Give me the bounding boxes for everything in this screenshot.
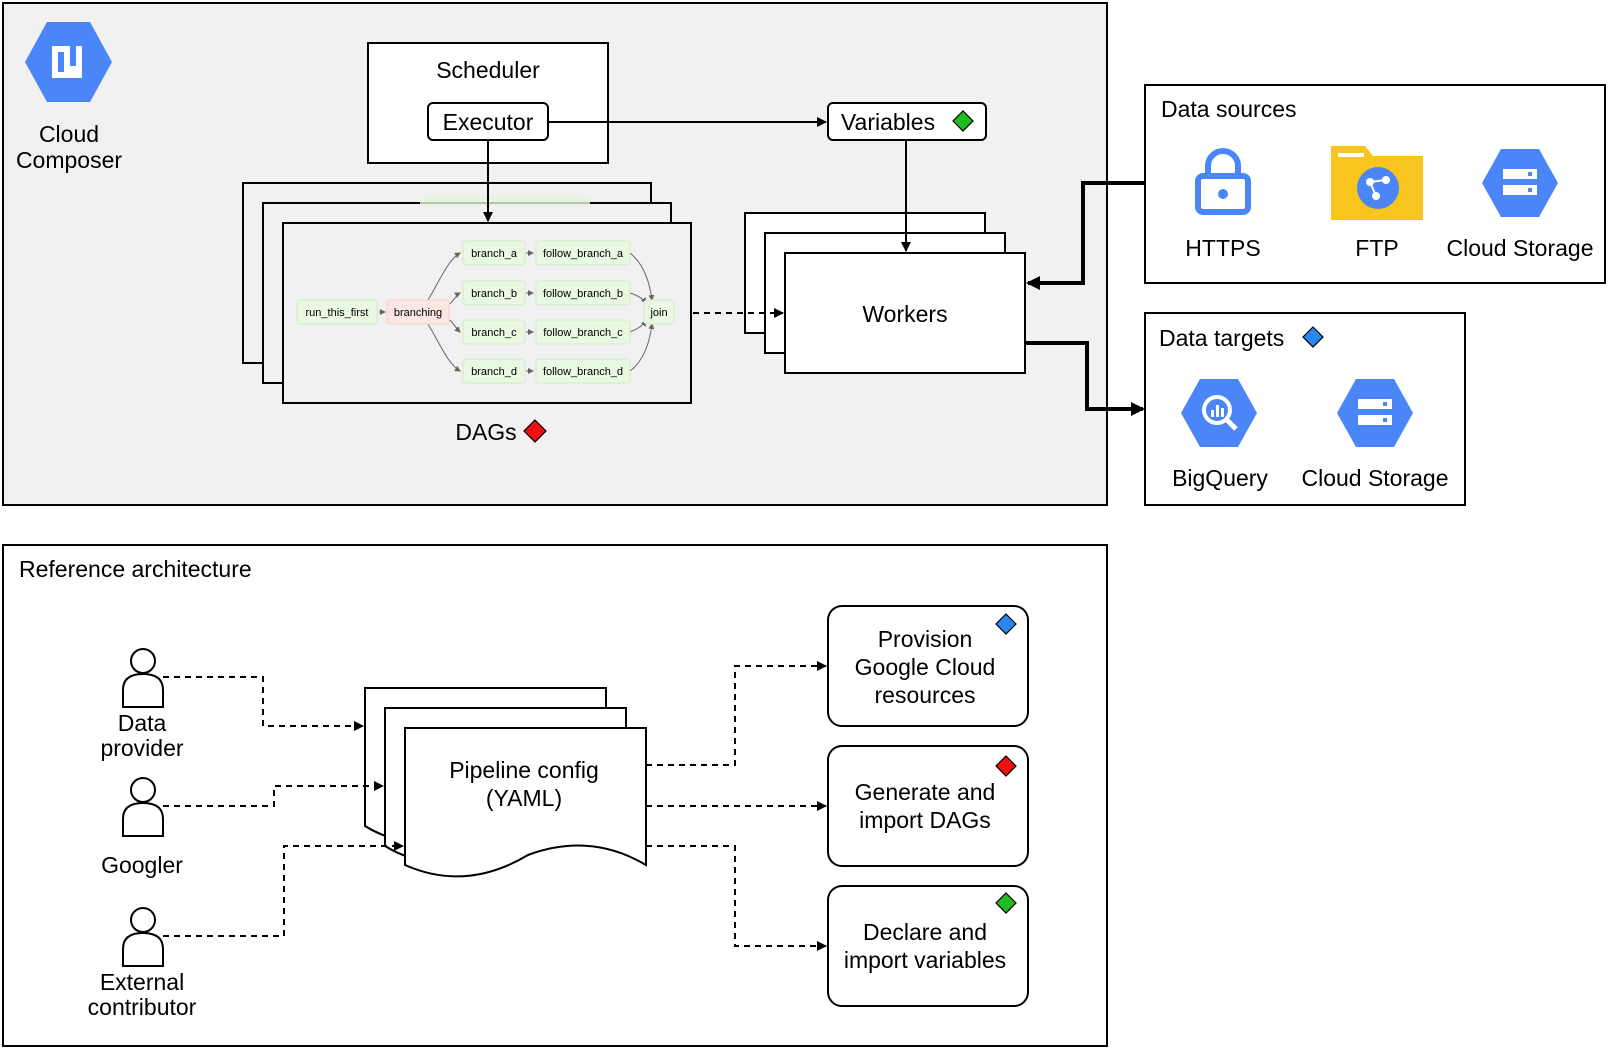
dag-task-label: follow_branch_c xyxy=(543,327,623,339)
actor-label-external-contributor-1: External xyxy=(100,969,184,995)
pipeline-to-output-arrow xyxy=(646,661,827,766)
variables-green-marker xyxy=(952,110,974,132)
data-targets-title: Data targets xyxy=(1159,325,1284,351)
output-declare-line-1: Declare and xyxy=(863,919,987,945)
pipeline-to-output-arrow xyxy=(646,845,827,951)
dag-task-node xyxy=(643,299,675,325)
dag-task-node xyxy=(386,299,450,325)
output-provision-line-3: resources xyxy=(875,682,976,708)
dag-edge xyxy=(449,292,461,305)
dag-task-node xyxy=(535,319,631,345)
dag-task-label: branch_c xyxy=(471,327,517,339)
output-provision-line-2: Google Cloud xyxy=(855,654,996,680)
dag-task-label: branch_a xyxy=(471,248,518,260)
dag-preview-ghost xyxy=(420,196,590,206)
dags-label: DAGs xyxy=(455,419,516,445)
cloud-storage-icon xyxy=(1482,149,1558,217)
executor-label: Executor xyxy=(443,109,534,135)
dag-task-node xyxy=(462,358,526,384)
dag-edge xyxy=(449,319,461,333)
output-box-declare-variables xyxy=(827,885,1029,1007)
actor-label-googler: Googler xyxy=(101,852,183,878)
dag-task-label: follow_branch_a xyxy=(543,248,624,260)
ftp-folder-icon xyxy=(1331,146,1423,220)
person-icon xyxy=(122,777,164,837)
person-icon xyxy=(122,648,164,708)
data-target-label-cloud-storage: Cloud Storage xyxy=(1301,465,1448,491)
data-source-label-https: HTTPS xyxy=(1185,235,1260,261)
output-blue-marker xyxy=(995,613,1017,635)
data-targets-blue-marker xyxy=(1302,326,1324,348)
dag-task-label: branch_b xyxy=(471,288,517,300)
dags-red-marker xyxy=(523,419,547,443)
actor-to-pipeline-arrow xyxy=(163,676,364,731)
output-generate-line-2: import DAGs xyxy=(859,807,991,833)
dag-task-node xyxy=(296,299,378,325)
output-green-marker xyxy=(995,892,1017,914)
dag-graph: run_this_first branching join branch_a f… xyxy=(296,240,675,384)
dag-task-label: join xyxy=(649,307,667,319)
dag-edge xyxy=(427,252,461,301)
pipeline-config-label-1: Pipeline config xyxy=(449,757,599,783)
actor-label-data-provider-2: provider xyxy=(100,735,183,761)
data-target-label-bigquery: BigQuery xyxy=(1172,465,1268,491)
output-red-marker xyxy=(995,755,1017,777)
data-sources-title: Data sources xyxy=(1161,96,1297,122)
person-icon xyxy=(122,907,164,967)
output-provision-line-1: Provision xyxy=(878,626,973,652)
actor-label-data-provider-1: Data xyxy=(118,710,167,736)
dag-task-node xyxy=(535,240,631,266)
bigquery-icon xyxy=(1181,379,1257,447)
output-generate-line-1: Generate and xyxy=(855,779,996,805)
dag-task-node xyxy=(535,280,631,306)
worker-card-front xyxy=(784,252,1026,374)
dag-task-label: branch_d xyxy=(471,366,517,378)
dag-task-node xyxy=(535,358,631,384)
workers-to-targets-arrow xyxy=(1025,341,1145,416)
actor-to-pipeline-arrow xyxy=(163,781,384,807)
dag-edge xyxy=(427,323,461,372)
reference-architecture-title: Reference architecture xyxy=(19,556,252,582)
dag-task-label: run_this_first xyxy=(306,307,369,319)
dag-task-label: follow_branch_d xyxy=(543,366,623,378)
workers-label: Workers xyxy=(862,301,947,327)
dag-task-node xyxy=(462,280,526,306)
cloud-storage-icon xyxy=(1337,379,1413,447)
variables-box xyxy=(827,102,987,141)
data-source-label-cloud-storage: Cloud Storage xyxy=(1446,235,1593,261)
output-declare-line-2: import variables xyxy=(844,947,1006,973)
data-source-label-ftp: FTP xyxy=(1355,235,1398,261)
pipeline-config-label-2: (YAML) xyxy=(486,785,562,811)
variables-label: Variables xyxy=(841,109,935,135)
dag-task-node xyxy=(462,319,526,345)
actor-to-pipeline-arrow xyxy=(163,841,404,937)
output-box-generate-dags xyxy=(827,745,1029,867)
dag-task-node xyxy=(462,240,526,266)
dag-edge xyxy=(629,323,655,372)
composer-logo-label-2: Composer xyxy=(16,147,122,173)
dag-task-label: follow_branch_b xyxy=(543,288,623,300)
composer-logo-label-1: Cloud xyxy=(39,121,99,147)
actor-label-external-contributor-2: contributor xyxy=(88,994,197,1020)
output-box-provision xyxy=(827,605,1029,727)
lock-icon xyxy=(1195,148,1251,215)
pipeline-doc-front xyxy=(404,727,647,878)
cloud-composer-icon xyxy=(25,22,112,102)
sources-to-workers-arrow xyxy=(1026,181,1145,290)
scheduler-label: Scheduler xyxy=(436,57,540,83)
dag-edge xyxy=(629,252,655,301)
dag-task-label: branching xyxy=(394,307,442,319)
